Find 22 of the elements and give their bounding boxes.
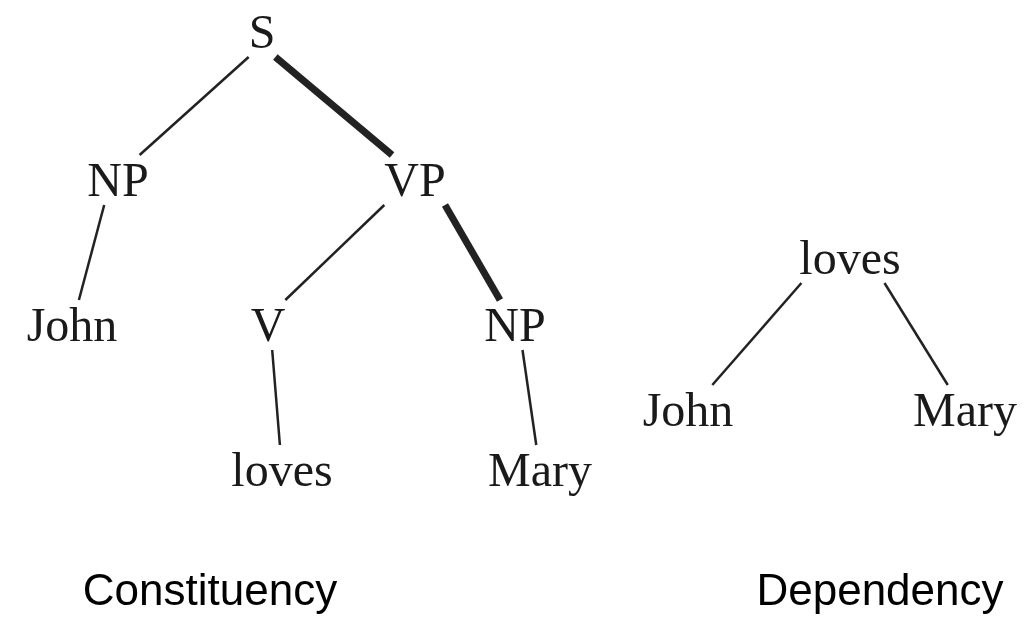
- tree-branch-line: [138, 56, 250, 156]
- diagram-caption: Dependency: [756, 565, 1004, 615]
- tree-node-label: John: [638, 385, 738, 435]
- tree-node-label: Mary: [484, 445, 596, 495]
- tree-node-label: NP: [480, 300, 550, 350]
- tree-branch-line: [711, 282, 803, 386]
- tree-branch-line: [883, 282, 949, 386]
- tree-node-label: John: [22, 300, 122, 350]
- thick-branch-line: [441, 203, 504, 302]
- tree-node-label: S: [244, 7, 280, 57]
- tree-node-label: VP: [380, 155, 450, 205]
- tree-node-label: V: [246, 300, 290, 350]
- tree-branch-line: [284, 204, 386, 301]
- tree-branch-line: [521, 349, 538, 446]
- diagram-caption: Constituency: [82, 565, 338, 615]
- tree-node-label: loves: [795, 233, 905, 283]
- tree-branch-line: [77, 204, 106, 301]
- tree-branch-line: [270, 349, 282, 446]
- tree-node-label: NP: [83, 155, 153, 205]
- thick-branch-line: [273, 54, 395, 158]
- tree-node-label: loves: [227, 445, 337, 495]
- tree-node-label: Mary: [909, 385, 1021, 435]
